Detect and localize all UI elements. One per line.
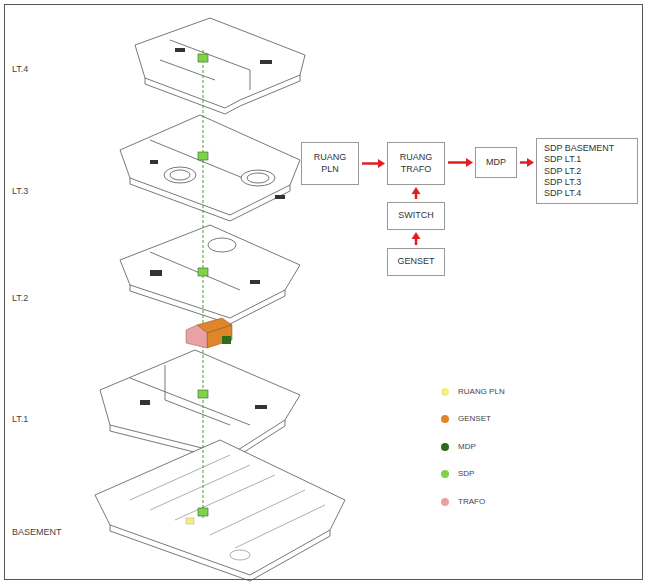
process-box: MDP [475, 147, 517, 178]
box-text: SWITCH [398, 210, 434, 221]
flow-arrow [412, 232, 421, 245]
legend-text: SDP [458, 469, 474, 478]
box-text: MDP [486, 157, 506, 168]
legend-swatch [441, 470, 449, 478]
legend-text: RUANG PLN [458, 387, 505, 396]
legend-text: TRAFO [458, 497, 485, 506]
legend-swatch [441, 388, 449, 396]
process-box: RUANG PLN [301, 142, 359, 185]
legend-swatch [441, 498, 449, 506]
flow-arrow [520, 158, 534, 167]
process-box: SWITCH [387, 202, 445, 230]
floor-label: LT.3 [12, 186, 28, 196]
box-text: SDP LT.3 [544, 177, 581, 188]
legend-text: GENSET [458, 414, 491, 423]
flow-arrow [362, 159, 385, 168]
flow-arrow [448, 158, 473, 167]
floor-label: LT.4 [12, 64, 28, 74]
box-text: RUANG PLN [307, 152, 353, 175]
floor-label: LT.1 [12, 414, 28, 424]
legend-swatch [441, 443, 449, 451]
legend-row: GENSET [441, 414, 491, 423]
process-box: GENSET [387, 248, 445, 276]
legend-row: TRAFO [441, 497, 485, 506]
floor-label: LT.2 [12, 293, 28, 303]
box-text: SDP LT.2 [544, 166, 581, 177]
box-text: SDP BASEMENT [544, 143, 614, 154]
legend-text: MDP [458, 442, 476, 451]
flow-arrow [412, 187, 421, 199]
box-text: GENSET [397, 256, 434, 267]
floor-label: BASEMENT [12, 527, 62, 537]
legend-row: MDP [441, 442, 476, 451]
box-text: SDP LT.4 [544, 188, 581, 199]
distribution-list-box: SDP BASEMENTSDP LT.1SDP LT.2SDP LT.3SDP … [536, 138, 638, 204]
box-text: SDP LT.1 [544, 154, 581, 165]
process-box: RUANG TRAFO [387, 142, 445, 185]
legend-swatch [441, 415, 449, 423]
legend-row: RUANG PLN [441, 387, 505, 396]
box-text: RUANG TRAFO [393, 152, 439, 175]
legend-row: SDP [441, 469, 474, 478]
